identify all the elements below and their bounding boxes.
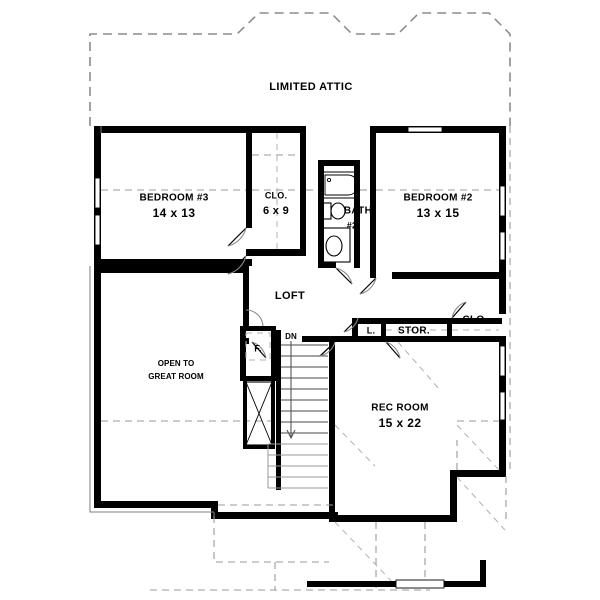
bathtub-icon [321, 171, 359, 199]
stair-treads [267, 344, 328, 489]
door-loft-lower [251, 341, 267, 359]
door-closet-bedroom3 [227, 255, 247, 275]
staircase: DN [267, 330, 328, 490]
vanity-sink-icon [321, 227, 351, 263]
room-labels: BEDROOM #3 14 x 13 CLO. 6 x 9 BATH #2 BE… [139, 190, 487, 430]
room-label-hall-closet: CLO. [462, 315, 487, 326]
room-dim-open-great-room: GREAT ROOM [148, 372, 204, 381]
interior-dashed-lines [101, 133, 499, 422]
lower-dashed-outline [150, 126, 511, 591]
attic-label: LIMITED ATTIC [269, 81, 352, 93]
doors [227, 227, 467, 359]
room-dim-bath2: #2 [347, 220, 357, 230]
door-storage [385, 341, 401, 359]
room-label-furnace: F. [254, 343, 261, 353]
secondary-outline [89, 126, 215, 516]
lower-wall-segment [307, 560, 486, 589]
door-bedroom2 [359, 277, 377, 295]
windows [94, 126, 506, 421]
room-dim-closet-bedroom3: 6 x 9 [263, 205, 289, 217]
room-label-linen: L. [367, 325, 375, 335]
door-hall-closet [451, 301, 467, 319]
stair-direction-arrow [286, 341, 296, 440]
toilet-icon [321, 202, 346, 220]
room-label-closet-bedroom3: CLO. [265, 190, 287, 200]
room-label-rec-room: REC ROOM [371, 403, 428, 414]
room-label-bedroom2: BEDROOM #2 [403, 193, 472, 204]
room-label-bath2: BATH [344, 206, 372, 217]
furnace-closet [243, 332, 275, 449]
attic-roof-outline [89, 12, 511, 126]
room-label-loft: LOFT [275, 290, 305, 302]
door-furnace [245, 309, 264, 327]
room-dim-bedroom2: 13 x 15 [417, 206, 460, 220]
room-dim-rec-room: 15 x 22 [379, 416, 422, 430]
bathroom-fixtures [321, 171, 359, 263]
door-linen [343, 317, 359, 333]
room-label-bedroom3: BEDROOM #3 [139, 193, 208, 204]
door-rec-room [319, 341, 336, 357]
stair-direction-label: DN [285, 332, 297, 341]
door-bath2 [335, 267, 353, 285]
room-label-open-great-room: OPEN TO [158, 359, 195, 368]
room-dim-bedroom3: 14 x 13 [153, 206, 196, 220]
room-label-storage: STOR. [398, 326, 430, 337]
door-bedroom3 [227, 227, 247, 247]
